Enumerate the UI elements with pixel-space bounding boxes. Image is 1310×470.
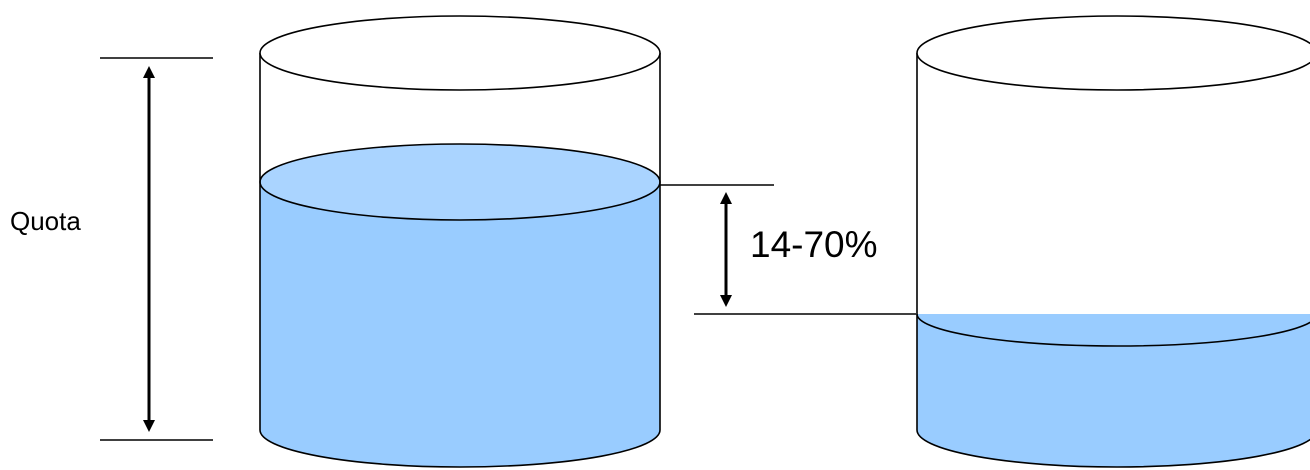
container-left-top-rim xyxy=(259,15,661,91)
quota-label: Quota xyxy=(10,206,81,236)
difference-label: 14-70% xyxy=(750,224,878,265)
container-left-liquid-surface xyxy=(259,143,661,221)
container-left xyxy=(259,15,661,468)
container-right-bottom-rim xyxy=(916,429,1310,468)
container-right-liquid-surface-edge xyxy=(916,313,1310,347)
container-left-liquid-body xyxy=(260,182,660,467)
container-right-liquid-body xyxy=(917,314,1310,467)
container-right xyxy=(916,15,1310,468)
difference-measure: 14-70% xyxy=(660,184,916,315)
container-right-top-rim xyxy=(916,15,1310,91)
container-left-bottom-rim xyxy=(259,429,661,468)
quota-measure: Quota xyxy=(10,57,213,441)
